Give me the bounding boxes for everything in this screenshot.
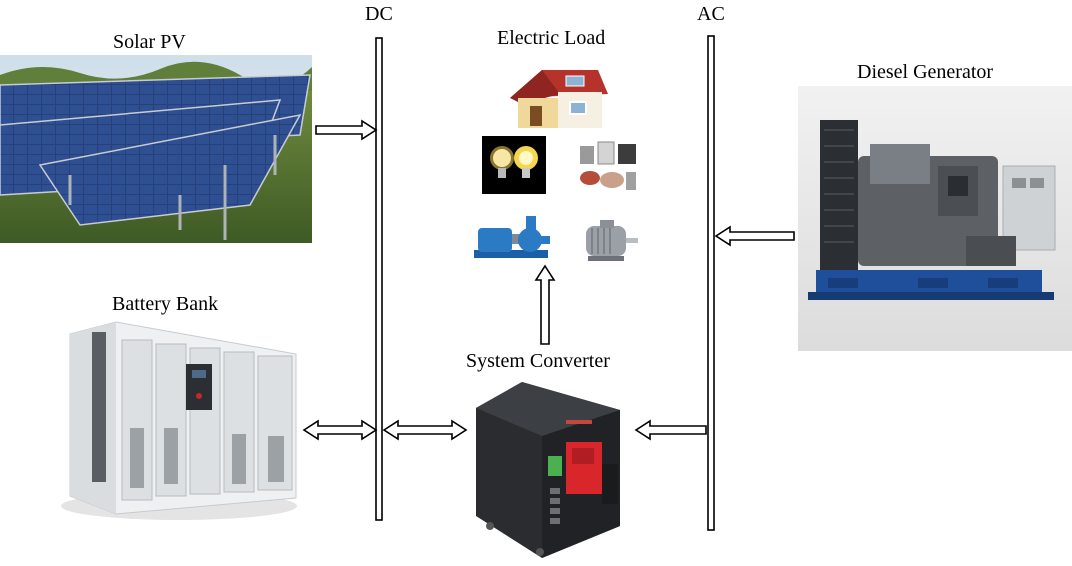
generator-to-ac-arrow <box>714 225 795 247</box>
battery-cabinet-icon <box>61 321 297 520</box>
appliances-icon <box>576 138 640 196</box>
battery-bank-label: Battery Bank <box>112 293 219 315</box>
ac-to-converter-arrow <box>634 419 707 441</box>
motor-icon <box>586 220 638 261</box>
light-bulb-icon <box>482 136 546 194</box>
diesel-generator-label: Diesel Generator <box>857 61 994 83</box>
battery-dc-double-arrow <box>302 419 378 441</box>
dc-converter-double-arrow <box>382 419 468 441</box>
house-icon <box>510 70 608 128</box>
solar-pv-label: Solar PV <box>113 31 186 53</box>
dc-bus-bar <box>375 37 383 521</box>
pump-icon <box>474 216 550 258</box>
ac-bus-bar <box>707 35 715 531</box>
solar-to-dc-arrow <box>315 119 378 141</box>
system-converter-label: System Converter <box>466 350 610 372</box>
dc-bus-label: DC <box>365 3 393 25</box>
diesel-generator-icon <box>798 86 1072 351</box>
ac-bus-label: AC <box>697 3 725 25</box>
inverter-icon <box>476 382 620 558</box>
solar-panel-icon <box>0 55 312 243</box>
converter-to-load-arrow <box>534 264 556 345</box>
electric-load-label: Electric Load <box>497 27 606 49</box>
